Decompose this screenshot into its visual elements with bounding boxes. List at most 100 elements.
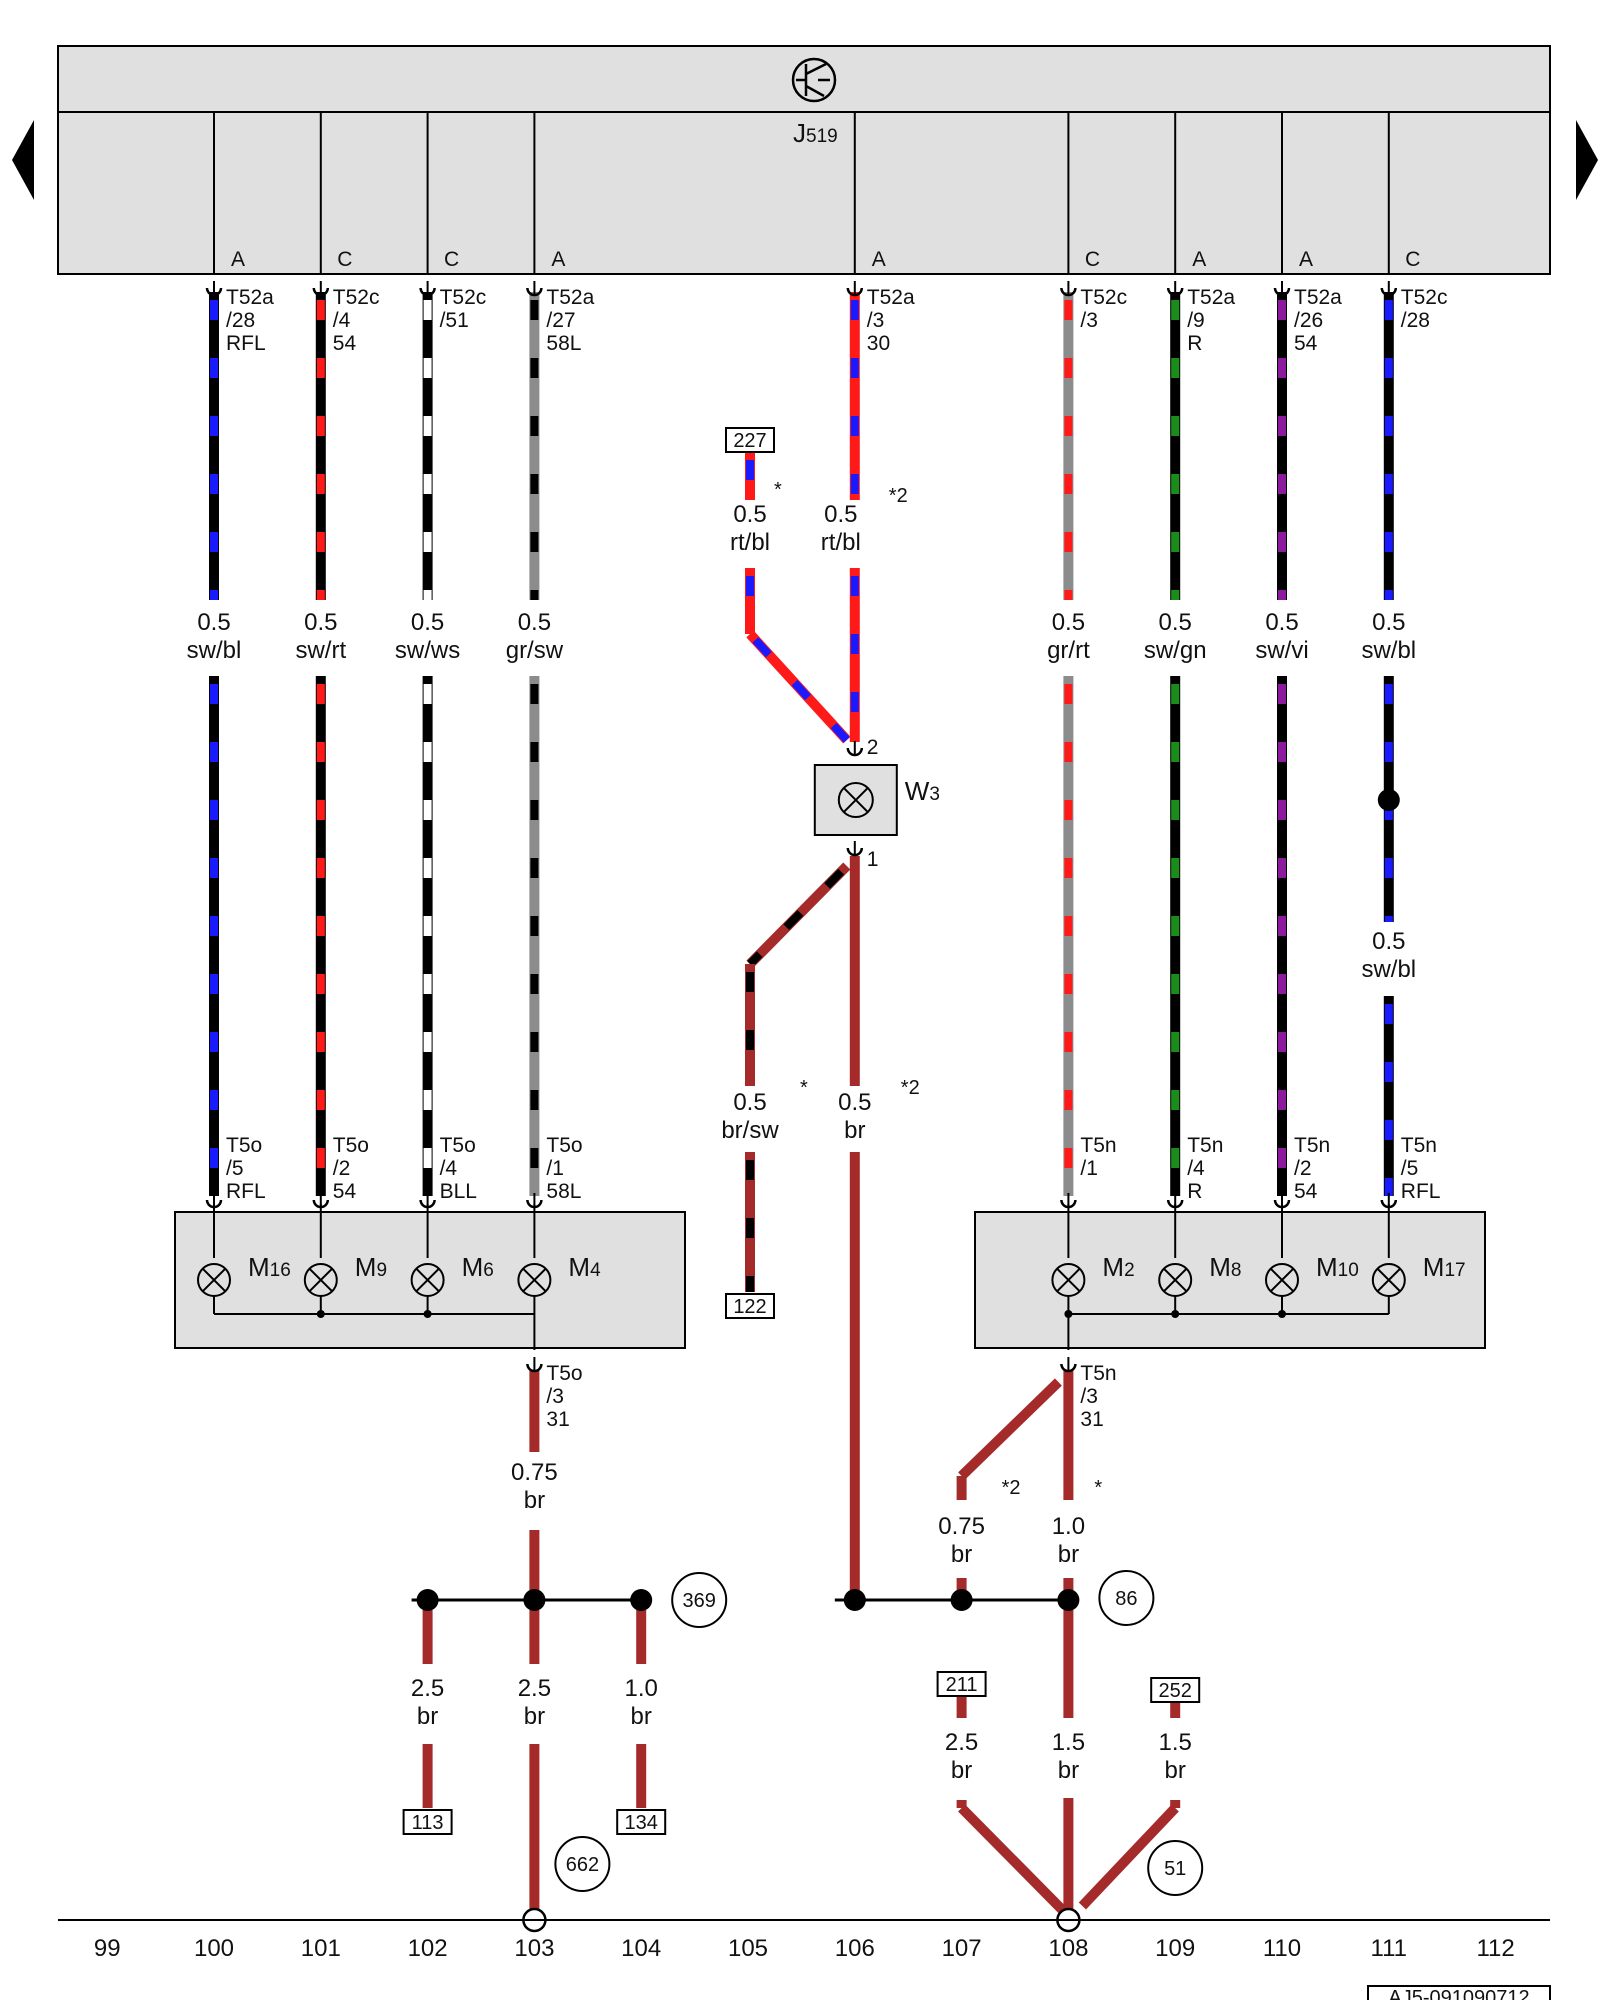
left-splice-point <box>523 1589 546 1611</box>
center-lower-right-label-size: 0.5 <box>838 1089 871 1116</box>
wire-102-conn: T52c <box>440 286 487 309</box>
wire-101-end-fn: 54 <box>333 1180 357 1203</box>
wire-101-end-conn: T5o <box>333 1134 369 1157</box>
doc-id-box <box>1367 1985 1551 2000</box>
right-ground-fn: 31 <box>1080 1408 1103 1431</box>
previous-page-arrow[interactable] <box>12 120 34 200</box>
right-lower-right-diag <box>1078 1804 1179 1910</box>
center-fn: 30 <box>867 332 890 355</box>
left-rear-light-housing <box>174 1211 686 1349</box>
wire-100-end-conn: T5o <box>226 1134 262 1157</box>
wire-109-end-fn: R <box>1187 1180 1202 1203</box>
center-side-letter: A <box>872 248 886 271</box>
right-rear-light-housing <box>974 1211 1486 1349</box>
right-ground-left-note: *2 <box>1002 1477 1021 1499</box>
wire-110-label-size: 0.5 <box>1265 609 1298 636</box>
left-ground-label-size: 0.75 <box>511 1459 558 1486</box>
column-number-102: 102 <box>408 1935 448 1962</box>
wire-100-end-fn: RFL <box>226 1180 266 1203</box>
right-splice-point <box>1057 1589 1080 1611</box>
center-pin: /3 <box>867 309 885 332</box>
left-ground-pin: /3 <box>546 1385 564 1408</box>
column-number-100: 100 <box>194 1935 234 1962</box>
wire-110-end-conn: T5n <box>1294 1134 1330 1157</box>
next-page-arrow[interactable] <box>1576 120 1598 200</box>
wire-111-splice-point <box>1377 789 1400 811</box>
center-lower-left-label-size: 0.5 <box>733 1089 766 1116</box>
ref-circle-51-label: 51 <box>1164 1858 1186 1880</box>
electronic-unit-icon <box>791 57 837 103</box>
wire-102-label-color: sw/ws <box>395 637 460 664</box>
wire-103-end-fn: 58L <box>546 1180 581 1203</box>
wire-101-end-pin: /2 <box>333 1157 351 1180</box>
lamp-m16-cross <box>202 1268 226 1292</box>
wire-109-label-color: sw/gn <box>1144 637 1207 664</box>
wire-111-end-conn: T5n <box>1401 1134 1437 1157</box>
ref-circle-86-label: 86 <box>1115 1588 1137 1610</box>
center-upper-left-note: * <box>774 479 782 501</box>
j519-label: J519 <box>793 118 838 148</box>
doc-id-label: AJ5-091090712 <box>1388 1987 1529 2000</box>
wire-108-conn: T52c <box>1080 286 1127 309</box>
wire-100-pin: /28 <box>226 309 255 332</box>
center-upper-right-note: *2 <box>889 485 908 507</box>
right-lower-left-diag <box>958 1804 1066 1914</box>
wire-111-conn: T52c <box>1401 286 1448 309</box>
ref-box-113-label: 113 <box>412 1812 444 1834</box>
column-number-101: 101 <box>301 1935 341 1962</box>
lamp-w3 <box>837 782 874 818</box>
wire-110-end-pin: /2 <box>1294 1157 1312 1180</box>
wire-110-fn: 54 <box>1294 332 1318 355</box>
wire-108-side-letter: C <box>1085 248 1100 271</box>
right-ground-left-label-size: 0.75 <box>938 1513 985 1540</box>
wire-110-side-letter: A <box>1299 248 1313 271</box>
ref-box-122-label: 122 <box>733 1296 766 1318</box>
wire-103-label-size: 0.5 <box>518 609 551 636</box>
center-upper-right-label-color: rt/bl <box>821 529 861 556</box>
column-number-111: 111 <box>1371 1935 1407 1962</box>
wire-103-end-pin: /1 <box>546 1157 564 1180</box>
ref-circle-662 <box>554 1836 611 1892</box>
wire-109-fn: R <box>1187 332 1202 355</box>
wire-101-conn: T52c <box>333 286 380 309</box>
right-splice-point <box>843 1589 866 1611</box>
wire-111-label-size: 0.5 <box>1372 609 1405 636</box>
ref-box-122 <box>725 1293 775 1319</box>
lamp-m10-cross <box>1270 1268 1294 1292</box>
column-number-105: 105 <box>728 1935 768 1962</box>
wire-103-side-letter: A <box>551 248 565 271</box>
wire-109-pin: /9 <box>1187 309 1205 332</box>
wire-100-fn: RFL <box>226 332 266 355</box>
wire-100-label-color: sw/bl <box>187 637 242 664</box>
left-branch-1-label-size: 2.5 <box>518 1675 551 1702</box>
left-branch-2-label-size: 1.0 <box>625 1675 658 1702</box>
wire-103-fn: 58L <box>546 332 581 355</box>
wire-102-label-size: 0.5 <box>411 609 444 636</box>
ref-box-134 <box>616 1809 667 1835</box>
wire-103-label-color: gr/sw <box>506 637 564 664</box>
wire-110-pin: /26 <box>1294 309 1323 332</box>
right-ground-main-note: * <box>1094 1477 1102 1499</box>
w3-pin-bottom: 1 <box>867 848 879 871</box>
ref-box-252 <box>1150 1677 1201 1703</box>
wire-101-side-letter: C <box>337 248 352 271</box>
lamp-w3-label: W3 <box>905 776 940 806</box>
wire-101-label-size: 0.5 <box>304 609 337 636</box>
ref-box-252-label: 252 <box>1159 1680 1192 1702</box>
ref-box-211-label: 211 <box>946 1674 978 1696</box>
column-number-110: 110 <box>1263 1935 1301 1962</box>
lamp-m4-cross <box>522 1268 547 1292</box>
wire-111-mid-label-color: sw/bl <box>1361 956 1416 983</box>
wire-101-label-color: sw/rt <box>295 637 346 664</box>
left-branch-2-label-color: br <box>631 1703 652 1730</box>
wire-109-label-size: 0.5 <box>1159 609 1192 636</box>
right-lower-left-label-size: 2.5 <box>945 1729 978 1756</box>
right-lower-right-label-size: 1.5 <box>1159 1729 1192 1756</box>
ref-circle-369 <box>671 1572 728 1628</box>
wire-108-pin: /3 <box>1080 309 1098 332</box>
right-ground-main-label-size: 1.0 <box>1052 1513 1085 1540</box>
center-lower-right-label-color: br <box>844 1117 865 1144</box>
wire-109-conn: T52a <box>1187 286 1235 309</box>
left-branch-0-label-color: br <box>417 1703 438 1730</box>
wire-108-label-size: 0.5 <box>1052 609 1085 636</box>
